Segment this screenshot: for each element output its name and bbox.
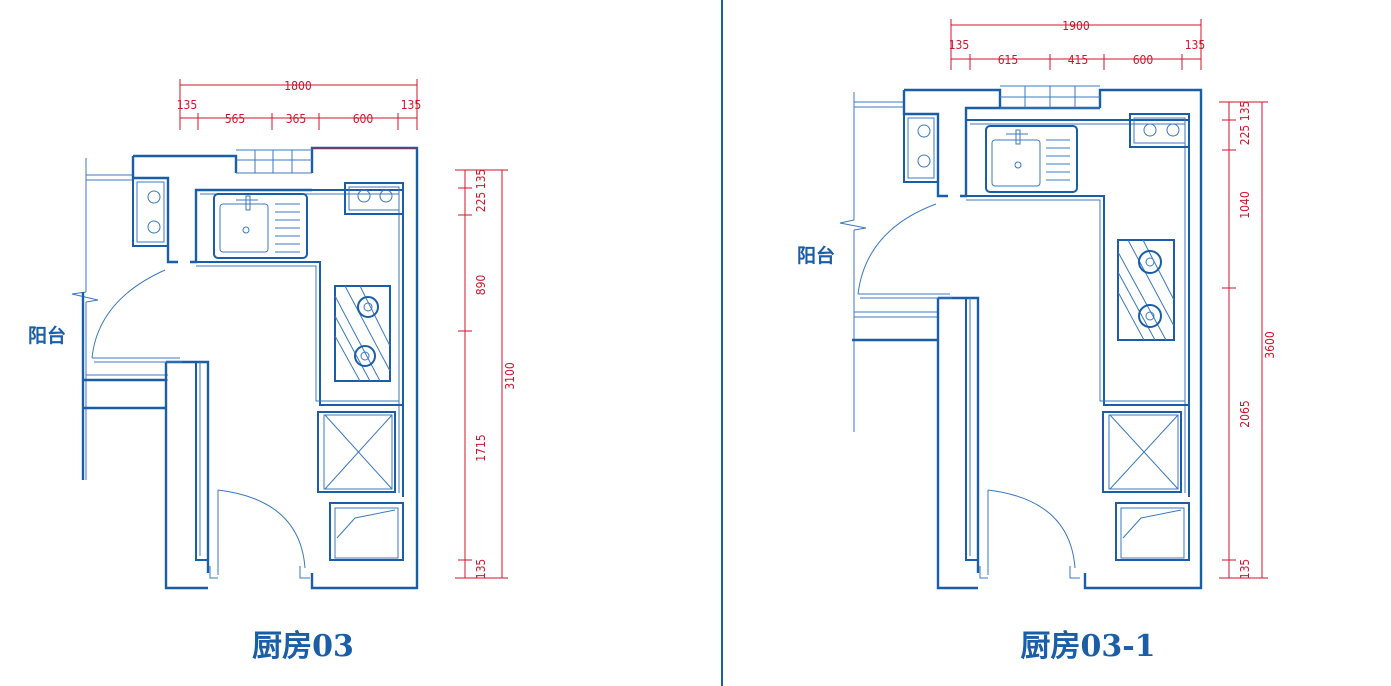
door-swings [91, 269, 306, 575]
dim-side-seg-2: 225 [474, 192, 488, 213]
dim-top-right-wall: 135 [401, 98, 422, 112]
plan-title: 厨房03-1 [1020, 629, 1155, 664]
dim-top-seg-2: 365 [286, 112, 307, 126]
dim-side-total: 3600 [1263, 331, 1277, 359]
dim-side-seg-3: 1040 [1238, 191, 1252, 219]
top-dimensions: 1900 135 615 415 600 135 [949, 19, 1206, 70]
dim-top-total: 1900 [1062, 19, 1090, 33]
plan-kitchen-03: 1800 135 565 365 600 135 135 225 890 171… [28, 79, 517, 664]
dim-top-left-wall: 135 [949, 38, 970, 52]
side-dimensions: 135 225 890 1715 135 3100 [455, 169, 517, 580]
left-cabinet [903, 113, 939, 183]
counters [195, 189, 404, 579]
dim-side-seg-4: 1715 [474, 434, 488, 461]
dim-top-seg-1: 615 [998, 53, 1019, 67]
dim-top-left-wall: 135 [177, 98, 198, 112]
sink-icon [213, 193, 308, 259]
corner-cabinet [1129, 113, 1190, 148]
balcony-wall [71, 158, 168, 480]
plan-title: 厨房03 [252, 629, 354, 664]
dim-side-seg-3: 890 [474, 275, 488, 296]
dim-side-seg-1: 135 [474, 169, 488, 190]
balcony-label: 阳台 [28, 324, 66, 347]
dim-side-seg-4: 2065 [1238, 400, 1252, 427]
washer-icon [1115, 502, 1190, 561]
washer-icon [329, 502, 404, 561]
dim-top-seg-3: 600 [353, 112, 374, 126]
dim-side-seg-5: 135 [1238, 559, 1252, 580]
fridge-icon [1102, 411, 1182, 493]
dim-top-seg-1: 565 [225, 112, 246, 126]
dim-top-total: 1800 [284, 79, 312, 93]
dim-side-seg-5: 135 [474, 559, 488, 580]
dim-top-right-wall: 135 [1185, 38, 1206, 52]
dim-top-seg-3: 600 [1133, 53, 1154, 67]
left-cabinet [132, 177, 169, 247]
fridge-icon [317, 411, 396, 493]
balcony-label: 阳台 [797, 244, 835, 267]
dim-side-total: 3100 [503, 362, 517, 390]
dim-side-seg-1: 135 [1238, 101, 1252, 122]
door-swings [857, 203, 1076, 575]
side-dimensions: 135 225 1040 2065 135 3600 [1219, 101, 1277, 580]
corner-cabinet [344, 182, 404, 215]
plan-kitchen-03-1: 1900 135 615 415 600 135 135 225 1040 20… [797, 19, 1277, 664]
dim-top-seg-2: 415 [1068, 53, 1089, 67]
stove-icon [334, 285, 391, 382]
top-dimensions: 1800 135 565 365 600 135 [177, 79, 422, 130]
sink-icon [985, 125, 1078, 193]
balcony-wall [839, 92, 938, 432]
dim-side-seg-2: 225 [1238, 125, 1252, 146]
stove-icon [1117, 239, 1175, 341]
